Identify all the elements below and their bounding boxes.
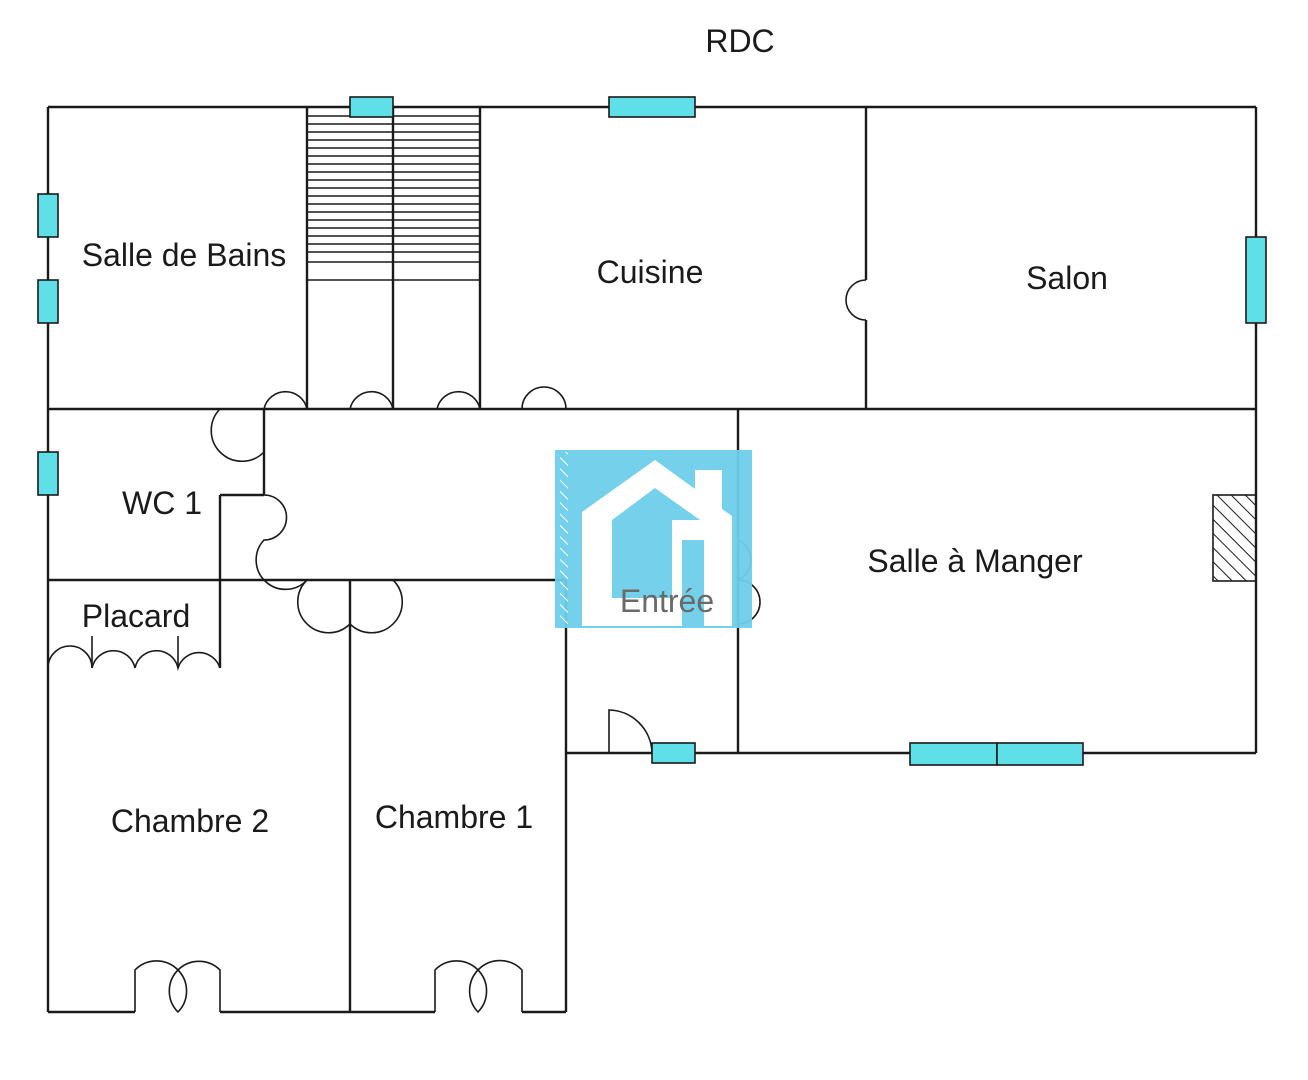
interior-walls [48, 107, 1256, 1012]
window-left-sdb-1 [37, 193, 59, 238]
window-salle-manger-1 [909, 742, 998, 766]
door-wc1-hall [210, 408, 265, 463]
label-cuisine: Cuisine [597, 254, 704, 290]
windows [37, 96, 1267, 766]
window-entree [651, 742, 696, 764]
doors [47, 279, 867, 1014]
window-salle-manger-2 [996, 742, 1084, 766]
label-salle-a-manger: Salle à Manger [867, 543, 1083, 579]
window-left-sdb-2 [37, 279, 59, 324]
label-wc1: WC 1 [122, 485, 202, 521]
door-entree-exterior [608, 709, 653, 754]
window-right-salon [1245, 236, 1267, 324]
door-chambre-1 [296, 579, 404, 634]
door-cuisine [521, 386, 567, 410]
staircase [307, 115, 480, 281]
door-placard [47, 645, 221, 672]
door-salle-de-bains [263, 390, 308, 410]
label-salon: Salon [1026, 260, 1108, 296]
window-top-stairs [349, 96, 394, 118]
plan-title: RDC [705, 23, 774, 59]
door-hall-left [255, 494, 308, 591]
door-stairs-1 [349, 390, 394, 410]
door-stairs-2 [436, 390, 481, 410]
door-chambre-2-window [134, 960, 221, 1014]
label-chambre-2: Chambre 2 [111, 803, 269, 839]
window-top-cuisine [608, 96, 696, 118]
label-entree: Entrée [620, 583, 714, 619]
room-labels: Salle de Bains Cuisine Salon WC 1 Salle … [82, 237, 1108, 839]
watermark-logo [555, 450, 752, 628]
window-left-wc [37, 451, 59, 496]
door-cuisine-salon [845, 279, 867, 321]
label-placard: Placard [82, 598, 191, 634]
label-salle-de-bains: Salle de Bains [82, 237, 287, 273]
house-icon [582, 460, 732, 626]
door-chambre-1-window [434, 959, 523, 1014]
label-chambre-1: Chambre 1 [375, 799, 533, 835]
fireplace [1212, 494, 1257, 582]
